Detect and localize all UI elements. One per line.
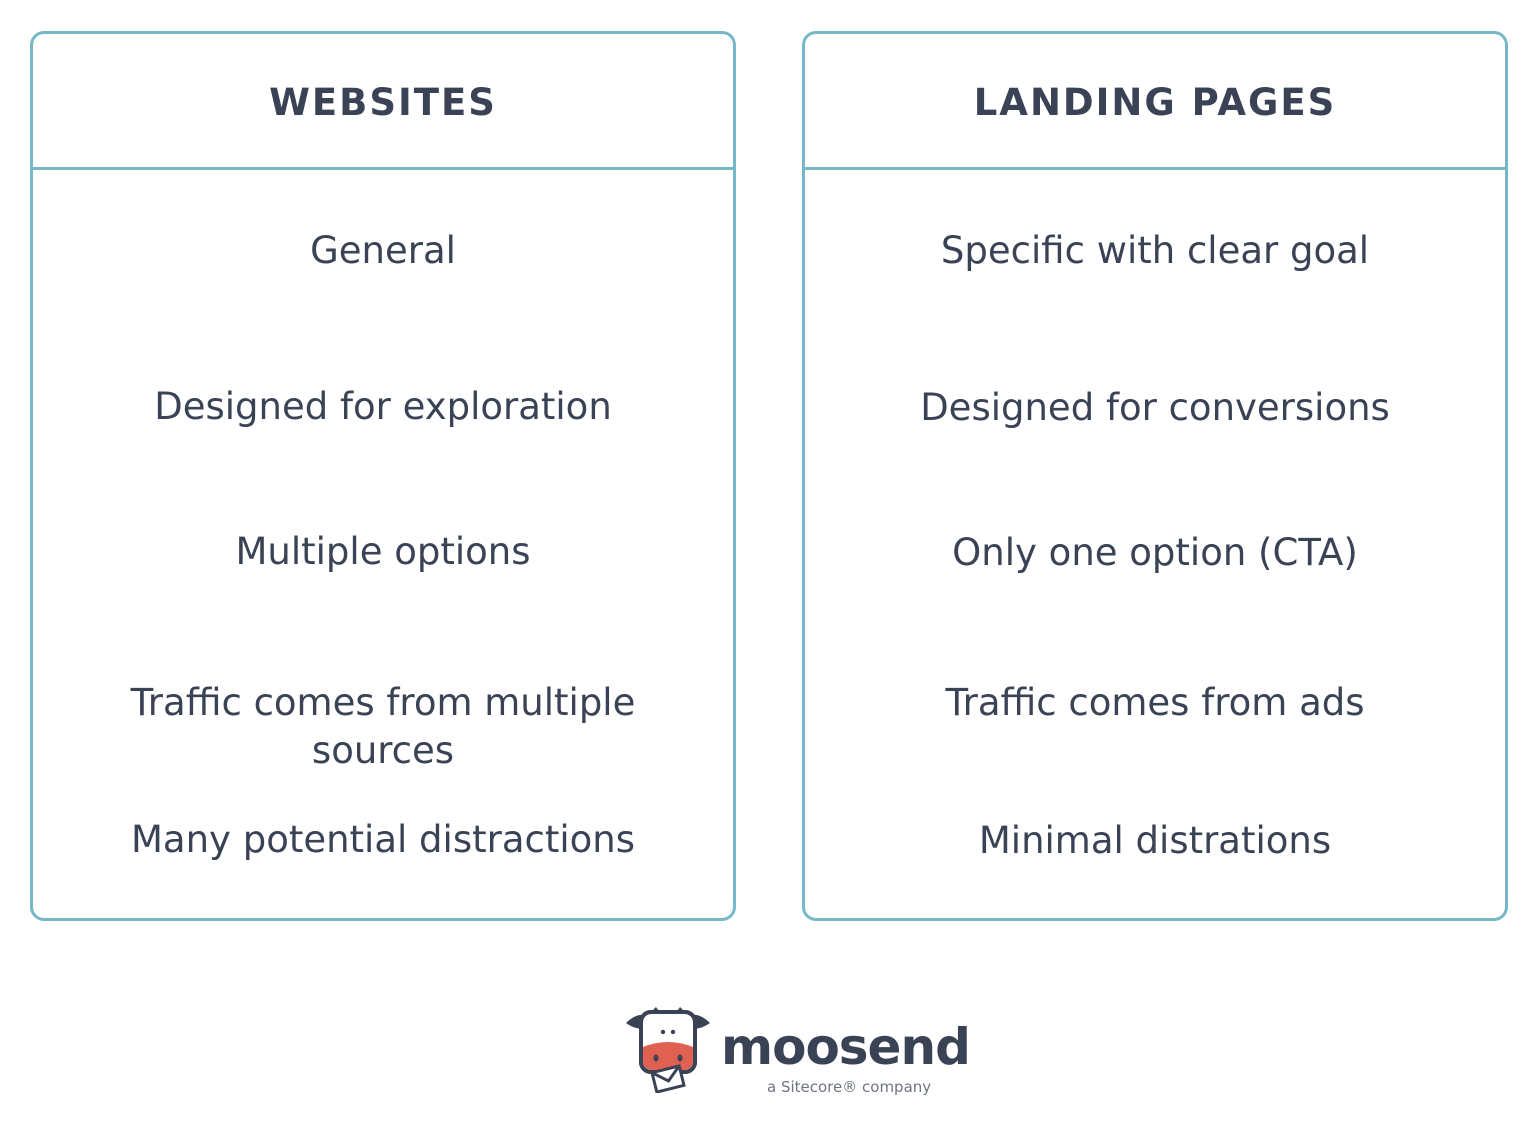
landing-pages-card-title: LANDING PAGES — [973, 81, 1337, 124]
cow-envelope-icon — [626, 1007, 710, 1093]
websites-row-design: Designed for exploration — [154, 385, 612, 428]
logo-tagline: a Sitecore® company — [767, 1078, 932, 1096]
landing-pages-card-header: LANDING PAGES — [805, 34, 1505, 170]
websites-row-distractions: Many potential distractions — [131, 818, 635, 861]
logo-wordmark: moosend — [721, 1018, 971, 1076]
websites-card-title: WEBSITES — [269, 81, 497, 124]
websites-row-options: Multiple options — [235, 530, 531, 573]
websites-card-header: WEBSITES — [33, 34, 733, 170]
landing-row-traffic: Traffic comes from ads — [945, 681, 1365, 724]
websites-row-purpose: General — [310, 229, 456, 272]
websites-row-traffic: Traffic comes from multiple sources — [130, 681, 636, 772]
websites-card: WEBSITES General Designed for exploratio… — [30, 31, 736, 921]
landing-pages-card: LANDING PAGES Specific with clear goal D… — [802, 31, 1508, 921]
moosend-logo: moosend a Sitecore® company — [622, 1005, 971, 1100]
landing-row-purpose: Specific with clear goal — [940, 229, 1370, 272]
landing-row-options: Only one option (CTA) — [952, 531, 1358, 574]
landing-row-design: Designed for conversions — [920, 386, 1390, 429]
landing-row-distractions: Minimal distrations — [978, 819, 1332, 862]
